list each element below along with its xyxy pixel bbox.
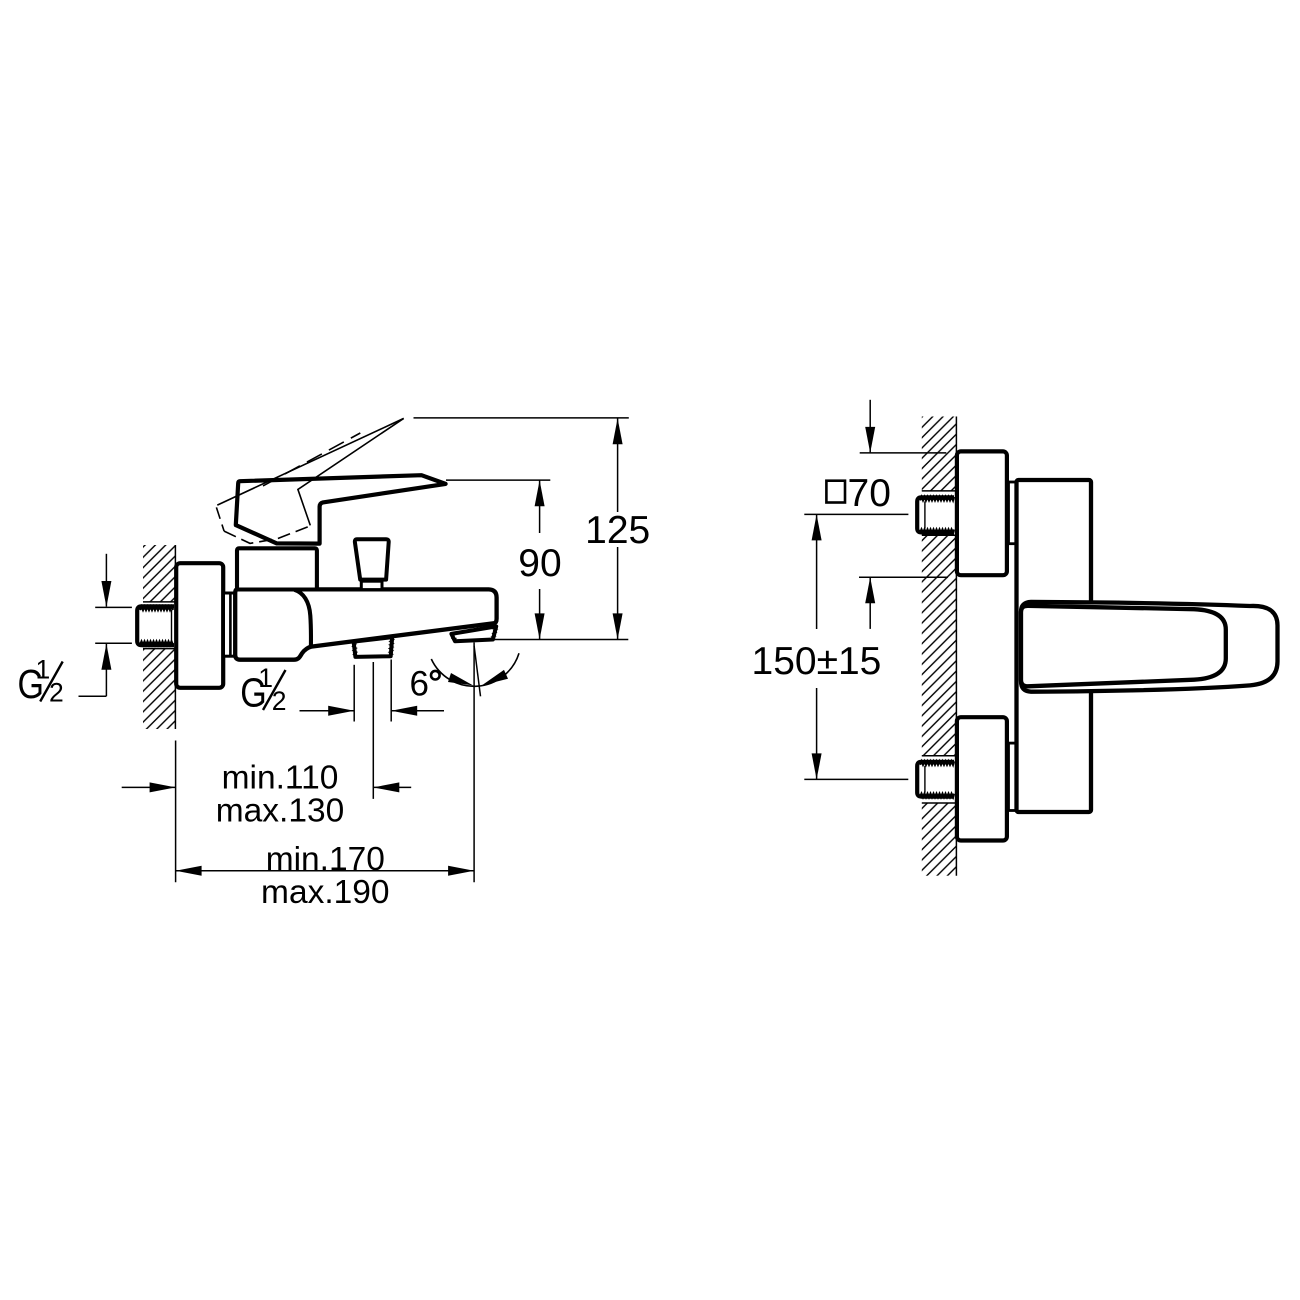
svg-text:125: 125 (585, 509, 650, 552)
svg-text:70: 70 (848, 472, 891, 515)
svg-text:150±15: 150±15 (752, 640, 882, 683)
svg-text:max.190: max.190 (261, 874, 390, 911)
svg-text:6: 6 (410, 665, 429, 704)
svg-text:2: 2 (272, 686, 287, 716)
svg-text:min.170: min.170 (266, 841, 385, 878)
svg-text:1: 1 (258, 663, 273, 693)
svg-text:G: G (240, 670, 266, 716)
svg-text:min.110: min.110 (222, 759, 339, 796)
svg-text:90: 90 (518, 542, 561, 585)
svg-text:G: G (18, 661, 45, 707)
svg-text:2: 2 (49, 678, 64, 708)
svg-text:1: 1 (36, 655, 51, 685)
svg-text:max.130: max.130 (216, 792, 345, 829)
